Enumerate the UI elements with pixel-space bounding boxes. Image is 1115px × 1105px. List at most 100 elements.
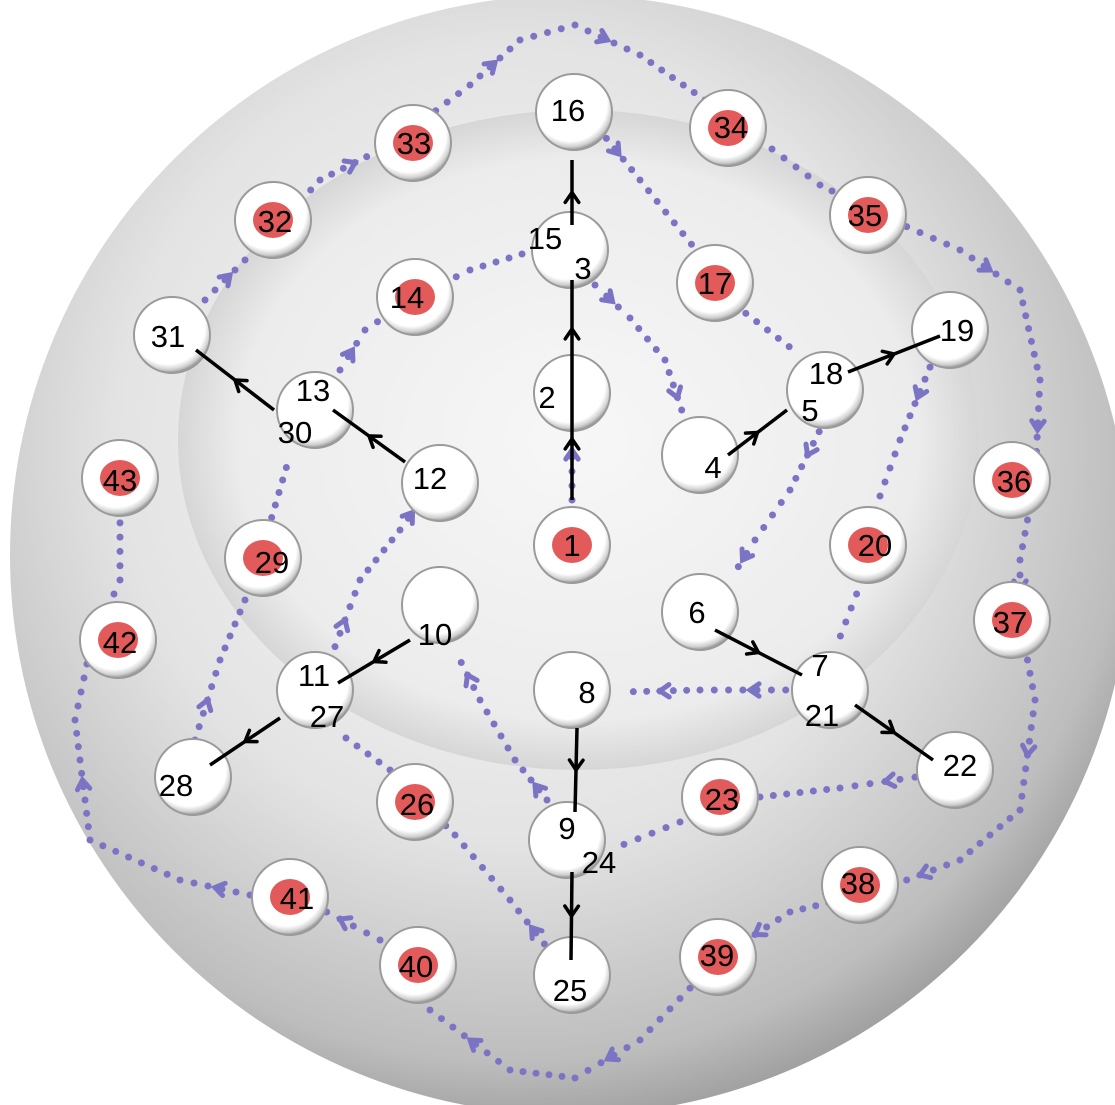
hole-7 <box>791 651 869 729</box>
path-dot <box>628 166 636 174</box>
path-dot <box>426 1006 434 1014</box>
path-dot <box>929 234 937 242</box>
path-chevron <box>463 671 480 689</box>
hole-label-3: 3 <box>574 251 591 286</box>
hole-label-14: 14 <box>390 280 424 315</box>
path-dot <box>678 406 686 414</box>
path-dot <box>696 686 704 694</box>
path-dot <box>836 632 844 640</box>
path-dot <box>1016 806 1024 814</box>
solid-arrow-10-11 <box>337 638 411 685</box>
path-dot <box>1018 792 1026 800</box>
marked-dot-35 <box>848 197 888 233</box>
path-dot <box>996 823 1004 831</box>
path-dot <box>768 145 776 153</box>
path-dot <box>457 659 465 666</box>
hole-18 <box>786 351 864 429</box>
path-dot <box>518 250 526 258</box>
path-dot <box>176 876 184 884</box>
hole-label-2: 2 <box>538 380 555 415</box>
path-dot <box>636 51 644 59</box>
path-dot <box>1006 814 1014 822</box>
path-chevron <box>339 346 356 364</box>
hole-label-22: 22 <box>943 748 977 783</box>
hole-9 <box>528 801 606 879</box>
path-dot <box>469 853 477 861</box>
path-dot <box>656 1015 664 1023</box>
path-dot <box>116 533 124 541</box>
hole-11 <box>276 651 354 729</box>
path-dot <box>591 281 599 289</box>
path-dot <box>614 303 622 311</box>
path-dot <box>648 829 656 837</box>
hole-label-4: 4 <box>704 450 721 485</box>
solid-arrow-4-5 <box>726 408 789 457</box>
path-dot <box>336 366 344 374</box>
path-dot <box>739 686 747 694</box>
path-chevron <box>803 441 820 459</box>
hole-label-5: 5 <box>801 393 818 428</box>
path-dot <box>763 923 771 931</box>
marked-dot-39 <box>698 939 738 975</box>
path-dot <box>353 742 361 750</box>
path-dot <box>597 1059 605 1067</box>
path-dot <box>116 576 124 584</box>
path-dot <box>1019 299 1027 307</box>
solid-arrow-24-25 <box>563 871 581 961</box>
path-dot <box>666 1005 674 1013</box>
path-dot <box>204 882 212 890</box>
path-dot <box>236 608 244 616</box>
path-dot <box>786 908 794 916</box>
path-dot <box>623 1044 631 1052</box>
path-dot <box>992 270 1000 278</box>
hole-label-25: 25 <box>553 973 587 1008</box>
hole-label-37: 37 <box>993 605 1027 640</box>
path-dot <box>644 335 651 343</box>
path-dot <box>786 486 794 494</box>
path-dot <box>466 266 474 274</box>
path-dot <box>163 870 171 878</box>
path-dot <box>634 835 642 843</box>
path-dot <box>212 669 220 677</box>
path-dot <box>679 81 687 89</box>
path-dot <box>99 842 107 850</box>
path-dot <box>221 644 229 652</box>
path-chevron <box>528 924 545 941</box>
marked-dot-32 <box>253 202 293 238</box>
path-dot <box>443 98 451 106</box>
marked-dot-33 <box>393 125 433 161</box>
path-dot <box>199 709 207 717</box>
path-dot <box>451 831 459 839</box>
hole-8 <box>533 651 611 729</box>
path-dot <box>734 563 742 571</box>
path-chevron <box>745 681 762 699</box>
hole-label-15: 15 <box>528 221 562 256</box>
path-dot <box>636 1036 644 1044</box>
path-dot <box>816 181 824 189</box>
path-dot <box>1033 433 1041 441</box>
path-dot <box>906 412 914 420</box>
path-chevron <box>216 271 234 289</box>
path-dot <box>866 780 874 788</box>
path-dot <box>1036 376 1044 384</box>
path-dot <box>375 758 383 766</box>
hole-label-33: 33 <box>397 126 431 161</box>
path-dot <box>571 21 579 29</box>
hole-label-35: 35 <box>848 198 882 233</box>
path-dot <box>799 905 807 913</box>
path-dot <box>211 286 219 294</box>
path-dot <box>742 309 750 317</box>
marked-dot-26 <box>395 784 435 820</box>
path-dot <box>881 478 889 486</box>
path-dot <box>687 240 695 248</box>
path-dot <box>226 632 234 640</box>
path-dot <box>764 326 771 334</box>
path-dot <box>497 885 505 893</box>
path-dot <box>602 134 610 142</box>
hole-label-29: 29 <box>255 545 289 580</box>
path-dot <box>497 732 505 740</box>
hole-label-20: 20 <box>858 528 892 563</box>
path-dot <box>557 25 565 33</box>
path-chevron <box>466 1037 484 1053</box>
path-dot <box>956 856 964 864</box>
